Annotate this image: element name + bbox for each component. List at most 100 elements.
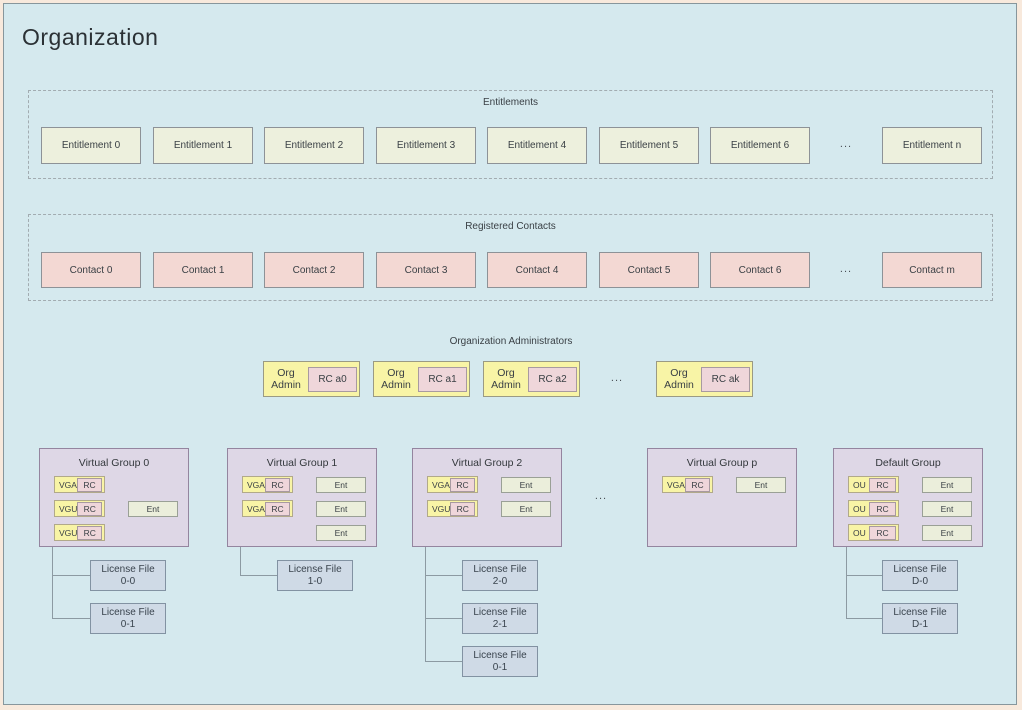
entitlement-box: Entitlement 5	[599, 127, 699, 164]
connector-line	[425, 618, 462, 619]
virtual-group-0-box: Virtual Group 0 VGA RC VGU RC VGU RC Ent	[39, 448, 189, 547]
member-chip: OU RC	[848, 524, 899, 541]
page-title: Organization	[22, 24, 159, 50]
member-label: OU	[853, 527, 866, 538]
entitlement-box: Entitlement 2	[264, 127, 364, 164]
contact-box: Contact m	[882, 252, 982, 288]
connector-line	[846, 575, 882, 576]
ent-chip: Ent	[128, 501, 178, 517]
member-label: VGA	[432, 479, 450, 490]
connector-line	[846, 547, 847, 618]
member-chip: VGU RC	[427, 500, 478, 517]
entitlements-section-label: Entitlements	[482, 97, 539, 108]
member-label: VGU	[59, 503, 78, 514]
connector-line	[240, 547, 241, 575]
contact-box: Contact 4	[487, 252, 587, 288]
contacts-section: Registered Contacts Contact 0 Contact 1 …	[28, 214, 993, 301]
entitlement-box: Entitlement 1	[153, 127, 253, 164]
member-label: OU	[853, 503, 866, 514]
member-chip: VGA RC	[242, 500, 293, 517]
group-title: Virtual Group 2	[451, 457, 523, 469]
contact-box: Contact 3	[376, 252, 476, 288]
rc-chip: RC	[869, 501, 896, 516]
admin-rc-chip: RC a1	[418, 366, 467, 392]
contact-box: Contact 6	[710, 252, 810, 288]
rc-chip: RC	[450, 501, 475, 516]
rc-chip: RC	[264, 477, 290, 492]
member-label: OU	[853, 479, 866, 490]
group-title: Virtual Group 0	[78, 457, 150, 469]
contacts-ellipsis: ...	[839, 263, 853, 275]
member-chip: VGA RC	[54, 476, 105, 493]
virtual-group-p-box: Virtual Group p VGA RC Ent	[647, 448, 797, 547]
connector-line	[52, 618, 90, 619]
entitlement-box: Entitlement 3	[376, 127, 476, 164]
ent-chip: Ent	[501, 501, 551, 517]
ent-chip: Ent	[501, 477, 551, 493]
member-chip: OU RC	[848, 500, 899, 517]
admin-rc-chip: RC a0	[308, 366, 357, 392]
virtual-group-1-box: Virtual Group 1 VGA RC VGA RC Ent Ent En…	[227, 448, 377, 547]
contact-box: Contact 1	[153, 252, 253, 288]
connector-line	[846, 618, 882, 619]
connector-line	[52, 547, 53, 618]
rc-chip: RC	[77, 525, 102, 540]
virtual-group-2-box: Virtual Group 2 VGA RC VGU RC Ent Ent	[412, 448, 562, 547]
admin-rc-chip: RC a2	[528, 366, 577, 392]
group-title: Virtual Group 1	[266, 457, 338, 469]
connector-line	[425, 547, 426, 661]
member-label: VGA	[667, 479, 685, 490]
admin-rc-chip: RC ak	[701, 366, 750, 392]
member-label: VGA	[59, 479, 77, 490]
member-chip: VGU RC	[54, 524, 105, 541]
member-label: VGU	[432, 503, 451, 514]
group-title: Default Group	[875, 457, 941, 469]
contacts-section-label: Registered Contacts	[465, 221, 556, 232]
ent-chip: Ent	[922, 525, 972, 541]
connector-line	[240, 575, 277, 576]
ent-chip: Ent	[736, 477, 786, 493]
member-chip: VGA RC	[662, 476, 713, 493]
member-label: VGA	[247, 503, 265, 514]
groups-ellipsis: ...	[594, 490, 608, 502]
ent-chip: Ent	[922, 501, 972, 517]
entitlements-section: Entitlements Entitlement 0 Entitlement 1…	[28, 90, 993, 179]
ent-chip: Ent	[316, 477, 366, 493]
entitlement-box: Entitlement 0	[41, 127, 141, 164]
connector-line	[52, 575, 90, 576]
entitlement-box: Entitlement 4	[487, 127, 587, 164]
rc-chip: RC	[264, 501, 290, 516]
group-title: Virtual Group p	[686, 457, 758, 469]
rc-chip: RC	[684, 477, 710, 492]
member-chip: VGU RC	[54, 500, 105, 517]
member-label: VGU	[59, 527, 78, 538]
member-label: VGA	[247, 479, 265, 490]
entitlements-ellipsis: ...	[839, 138, 853, 150]
rc-chip: RC	[869, 525, 896, 540]
contact-box: Contact 2	[264, 252, 364, 288]
ent-chip: Ent	[922, 477, 972, 493]
ent-chip: Ent	[316, 525, 366, 541]
rc-chip: RC	[77, 501, 102, 516]
entitlement-box: Entitlement 6	[710, 127, 810, 164]
entitlement-box: Entitlement n	[882, 127, 982, 164]
ent-chip: Ent	[316, 501, 366, 517]
rc-chip: RC	[76, 477, 102, 492]
rc-chip: RC	[869, 477, 896, 492]
contact-box: Contact 0	[41, 252, 141, 288]
